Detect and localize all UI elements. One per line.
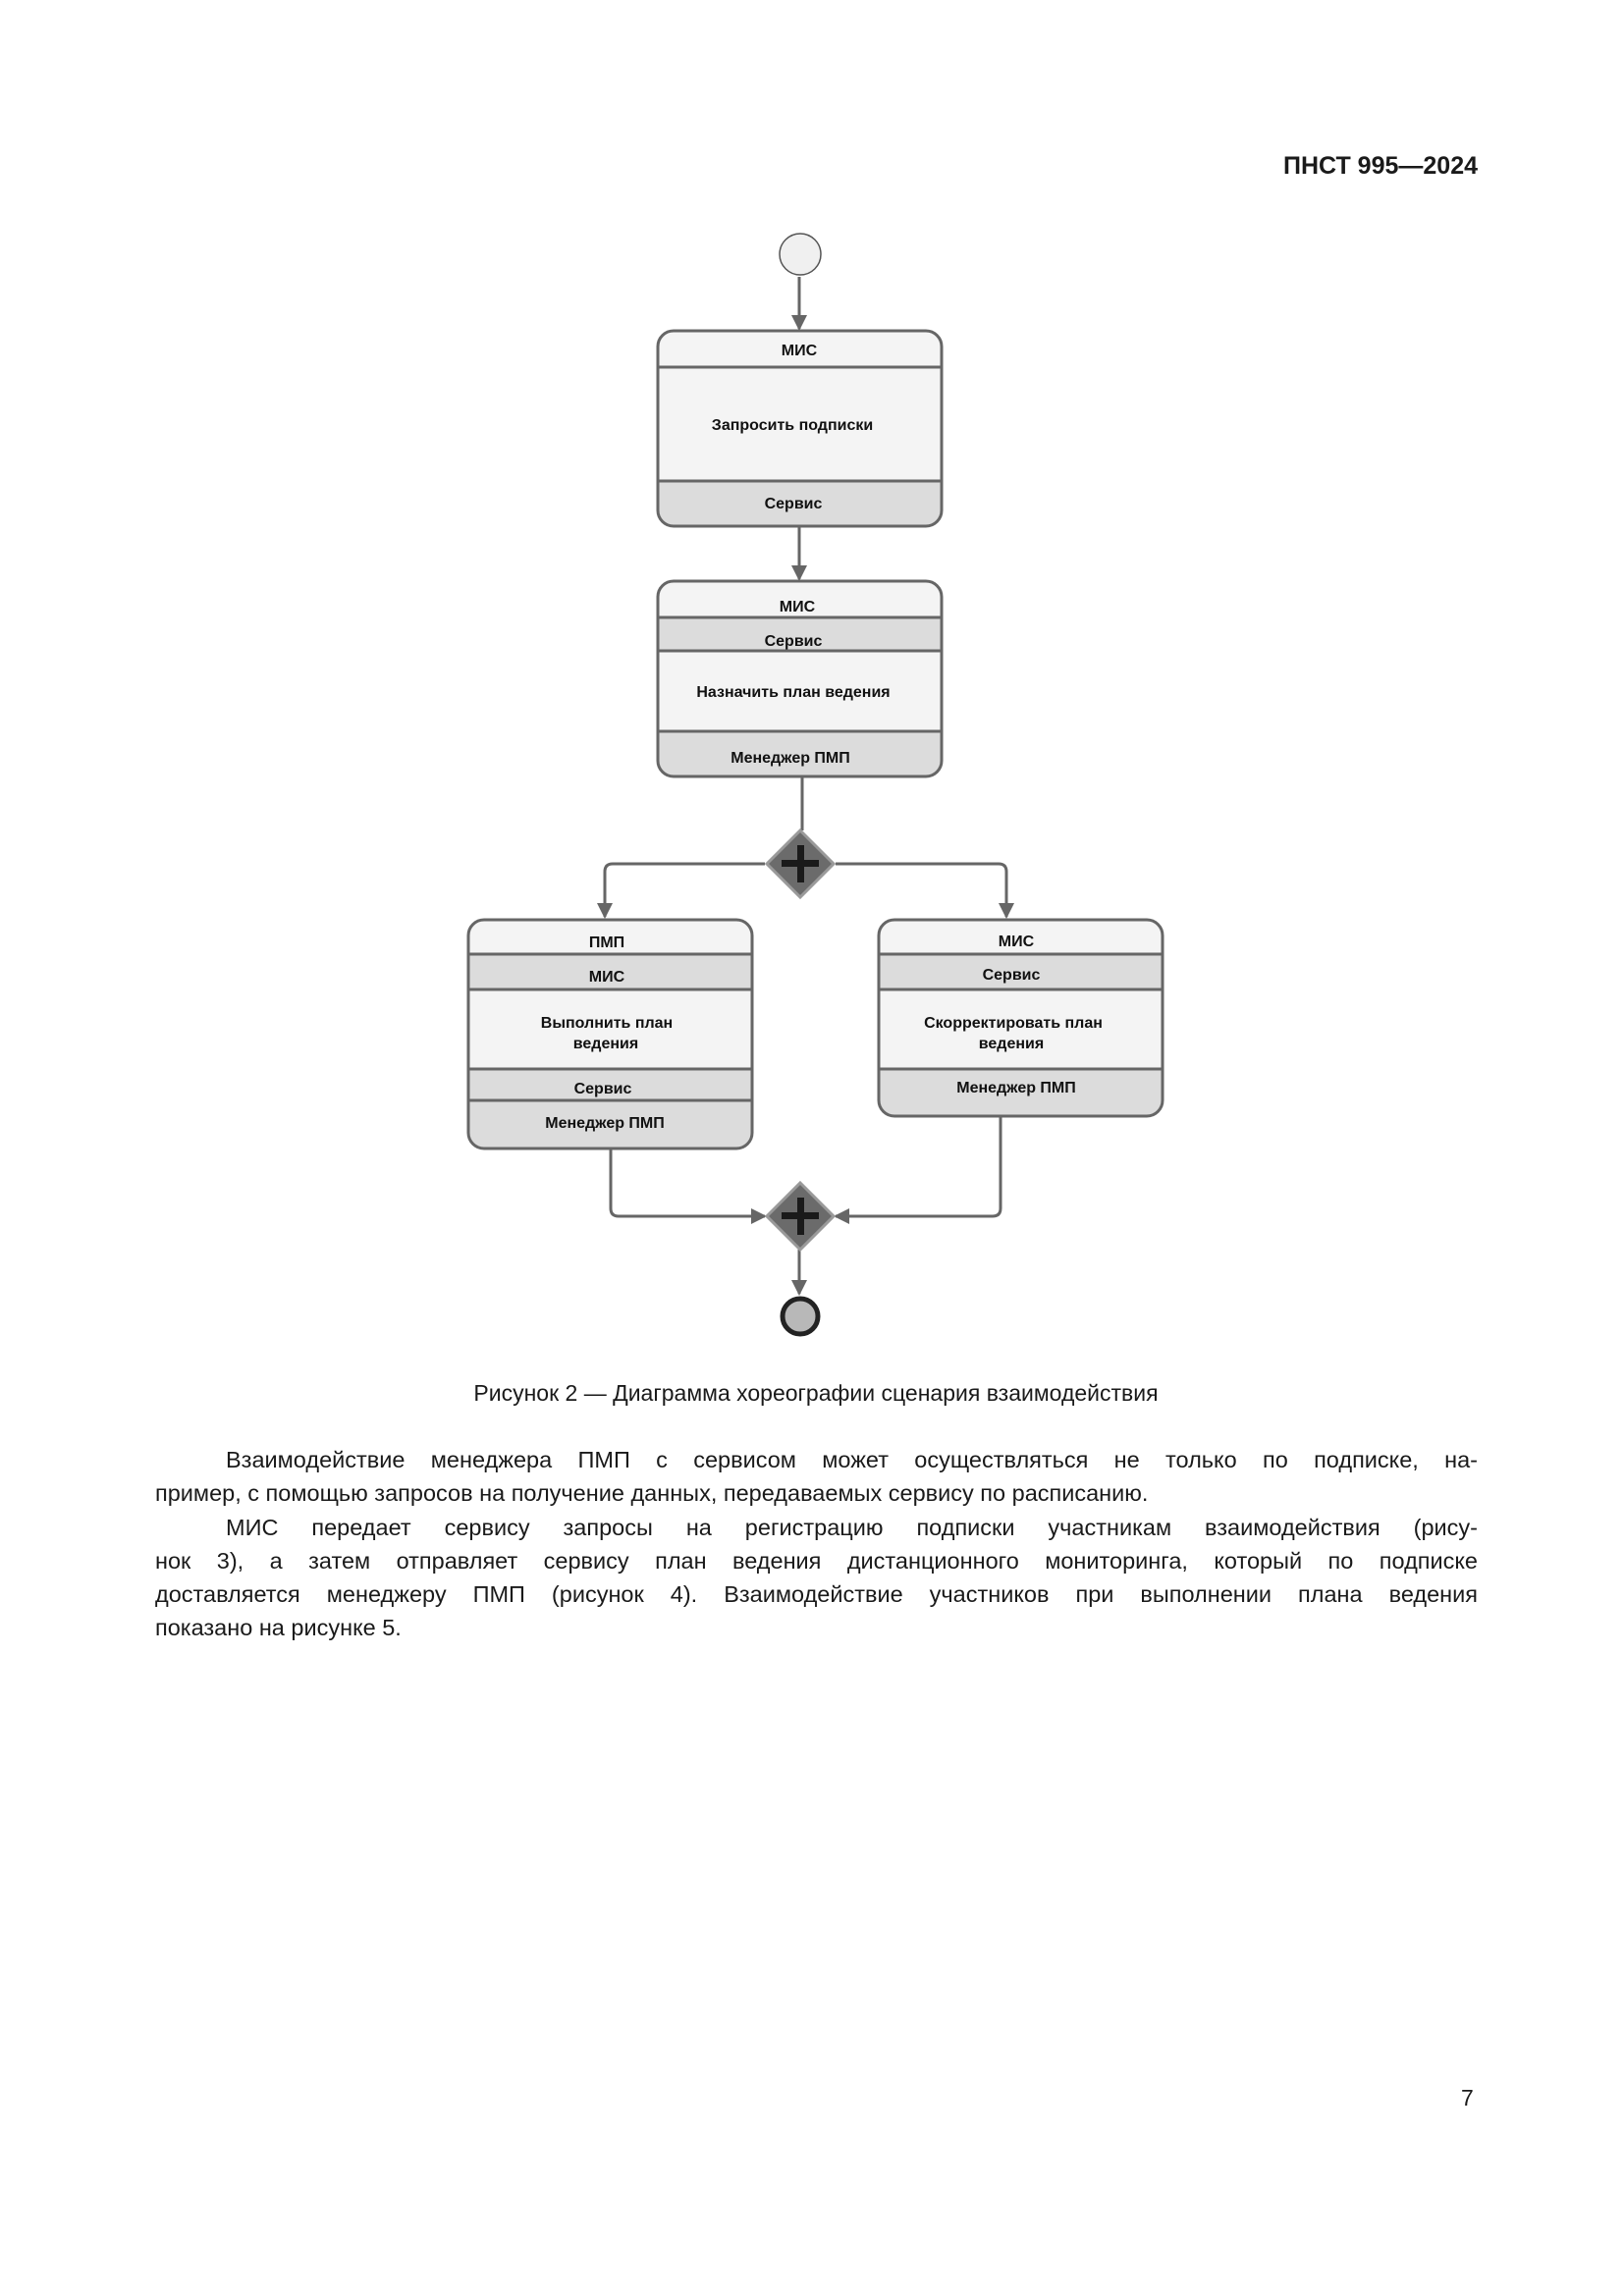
start-event-icon xyxy=(779,233,822,276)
participant-band-2: Сервис xyxy=(574,1081,632,1097)
participant-initiator: ПМП xyxy=(589,934,624,951)
participant-initiator: МИС xyxy=(780,599,816,615)
paragraph-2-line-2: нок 3), а затем отправляет сервису план … xyxy=(155,1547,1478,1574)
task-name-line1: Скорректировать план xyxy=(924,1015,1103,1032)
participant-receiver: Сервис xyxy=(765,496,823,512)
task-name-line2: ведения xyxy=(573,1036,638,1052)
flow-gateway-to-task3 xyxy=(597,862,765,919)
participant-band: Сервис xyxy=(983,967,1041,984)
participant-band: МИС xyxy=(589,969,625,986)
paragraph-2-line-3: доставляется менеджеру ПМП (рисунок 4). … xyxy=(155,1581,1478,1608)
task-assign-plan: МИС Сервис Назначить план ведения Менедж… xyxy=(656,579,944,778)
choreography-diagram: МИС Запросить подписки Сервис МИС Сервис… xyxy=(466,233,1164,1337)
participant-initiator: МИС xyxy=(782,343,818,359)
body-text: Взаимодействие менеджера ПМП с сервисом … xyxy=(155,1443,1478,1645)
task-adjust-plan: МИС Сервис Скорректировать план ведения … xyxy=(877,918,1164,1118)
figure-caption: Рисунок 2 — Диаграмма хореографии сценар… xyxy=(473,1380,1159,1406)
end-event-icon xyxy=(780,1296,821,1337)
paragraph-1-line-1: Взаимодействие менеджера ПМП с сервисом … xyxy=(226,1447,1478,1472)
parallel-gateway-split-icon xyxy=(764,828,837,900)
participant-receiver: Менеджер ПМП xyxy=(731,750,850,767)
task-request-subscriptions: МИС Запросить подписки Сервис xyxy=(656,329,944,528)
task-name-line2: ведения xyxy=(979,1036,1044,1052)
paragraph-2-line-1: МИС передает сервису запросы на регистра… xyxy=(226,1514,1478,1540)
flow-task3-to-gateway2 xyxy=(609,1148,767,1224)
parallel-gateway-join-icon xyxy=(764,1180,837,1253)
paragraph-2-line-4: показано на рисунке 5. xyxy=(155,1615,402,1641)
flow-gateway-to-task4 xyxy=(836,862,1014,919)
participant-receiver: Менеджер ПМП xyxy=(545,1115,665,1132)
task-name-line1: Выполнить план xyxy=(541,1015,673,1032)
participant-receiver: Менеджер ПМП xyxy=(956,1080,1076,1096)
task-name: Назначить план ведения xyxy=(696,684,890,701)
page-number: 7 xyxy=(1461,2085,1474,2110)
participant-initiator: МИС xyxy=(999,934,1035,950)
paragraph-1-line-2: пример, с помощью запросов на получение … xyxy=(155,1480,1149,1507)
task-name: Запросить подписки xyxy=(712,417,873,434)
task-execute-plan: ПМП МИС Выполнить план ведения Сервис Ме… xyxy=(466,918,754,1150)
flow-task4-to-gateway2 xyxy=(834,1116,1002,1224)
participant-band: Сервис xyxy=(765,633,823,650)
document-id-header: ПНСТ 995—2024 xyxy=(1283,152,1478,180)
